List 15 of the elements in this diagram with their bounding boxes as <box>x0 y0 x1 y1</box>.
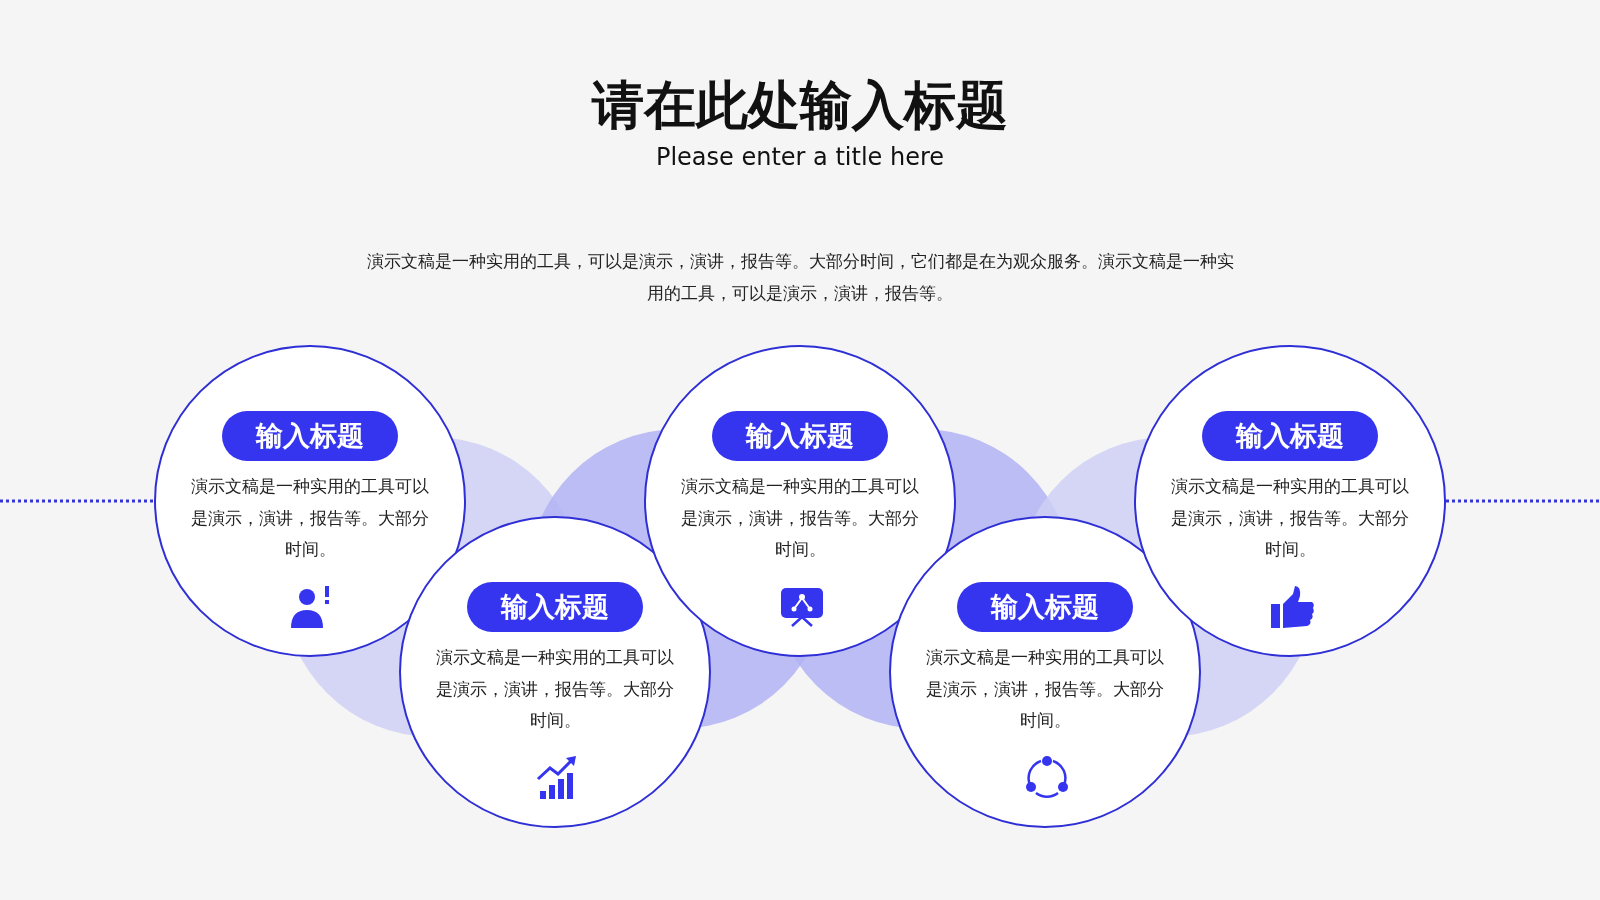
heading-pill: 输入标题 <box>712 411 888 461</box>
title: 请在此处输入标题 <box>590 74 1009 137</box>
body-text: 演示文稿是一种实用的工具可以是演示，演讲，报告等。大部分时间。 <box>1170 475 1410 561</box>
body-text: 演示文稿是一种实用的工具可以是演示，演讲，报告等。大部分时间。 <box>680 475 920 561</box>
dotted-line <box>1446 499 1600 503</box>
heading-pill: 输入标题 <box>467 582 643 632</box>
body-text: 演示文稿是一种实用的工具可以是演示，演讲，报告等。大部分时间。 <box>190 475 430 561</box>
subtitle: Please enter a title here <box>654 142 946 173</box>
body-text: 演示文稿是一种实用的工具可以是演示，演讲，报告等。大部分时间。 <box>925 646 1165 732</box>
body-text: 演示文稿是一种实用的工具可以是演示，演讲，报告等。大部分时间。 <box>435 646 675 732</box>
intro-text: 演示文稿是一种实用的工具，可以是演示，演讲，报告等。大部分时间，它们都是在为观众服务。演示文稿是一种实用的工具，可以是演示，演讲，报告等。 <box>365 250 1235 305</box>
heading-pill: 输入标题 <box>957 582 1133 632</box>
dotted-line <box>0 499 154 503</box>
heading-pill: 输入标题 <box>1202 411 1378 461</box>
heading-pill: 输入标题 <box>222 411 398 461</box>
